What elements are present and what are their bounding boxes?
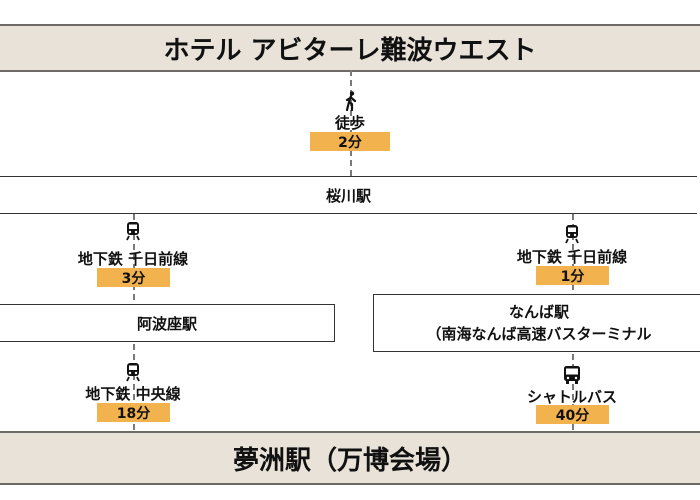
right-segment2-time-badge: 40分 — [536, 405, 609, 424]
namba-station-box: なんば駅 （南海なんば高速バスターミナル — [373, 294, 700, 352]
right-segment1-mode-label: 地下鉄 千日前線 — [516, 248, 628, 266]
right-segment1-time-badge: 1分 — [536, 266, 609, 285]
destination-banner: 夢洲駅（万博会場） — [0, 431, 700, 485]
train-icon — [125, 362, 141, 382]
hotel-title-banner: ホテル アビターレ難波ウエスト — [0, 24, 700, 72]
hotel-name: ホテル アビターレ難波ウエスト — [163, 35, 537, 66]
namba-bus-terminal-label: （南海なんば高速バスターミナル — [426, 325, 652, 343]
namba-station-label: なんば駅 — [508, 303, 569, 321]
walking-person-icon — [342, 91, 360, 111]
train-icon — [564, 224, 580, 244]
sakuragawa-station-label: 桜川駅 — [325, 186, 371, 205]
awaza-station-box: 阿波座駅 — [0, 304, 335, 342]
awaza-station-label: 阿波座駅 — [136, 314, 197, 333]
destination-label: 夢洲駅（万博会場） — [232, 445, 467, 476]
train-icon — [125, 221, 141, 241]
bus-icon — [562, 365, 582, 385]
walk-route-line — [350, 70, 352, 176]
sakuragawa-station-bar: 桜川駅 — [0, 176, 697, 214]
left-segment2-mode-label: 地下鉄 中央線 — [85, 385, 181, 403]
left-segment2-time-badge: 18分 — [97, 403, 170, 422]
left-segment1-mode-label: 地下鉄 千日前線 — [77, 250, 189, 268]
walk-time-badge: 2分 — [310, 132, 390, 151]
right-segment2-mode-label: シャトルバス — [526, 388, 617, 406]
walk-mode-label: 徒歩 — [334, 114, 365, 132]
left-segment1-time-badge: 3分 — [97, 268, 170, 287]
